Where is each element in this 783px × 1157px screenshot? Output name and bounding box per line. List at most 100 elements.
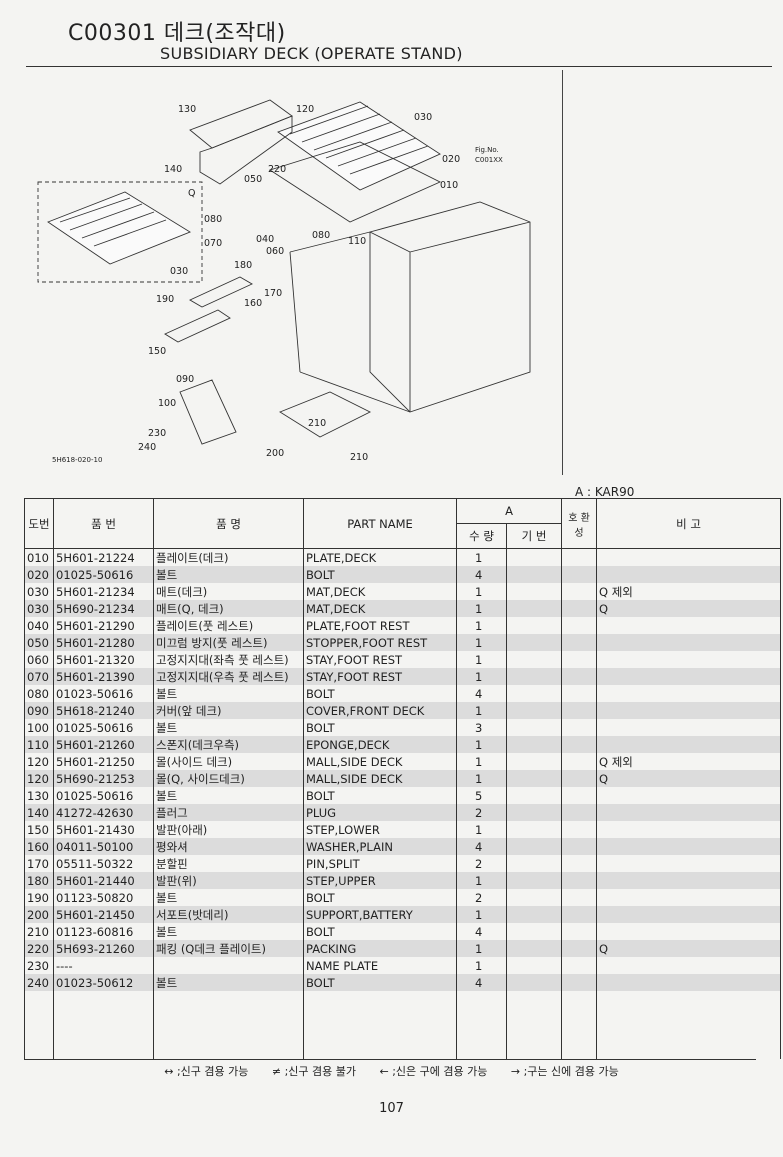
row-name-kr: 커버(앞 데크) — [153, 702, 304, 719]
row-qty: 1 — [456, 753, 507, 770]
row-base — [506, 940, 562, 957]
row-name-en: STEP,LOWER — [303, 821, 457, 838]
row-part-no: 05511-50322 — [53, 855, 154, 872]
row-name-kr: 패킹 (Q데크 플레이트) — [153, 940, 304, 957]
row-no: 100 — [24, 719, 54, 736]
row-part-no: 5H690-21234 — [53, 600, 154, 617]
row-qty: 4 — [456, 974, 507, 991]
row-name-en: BOLT — [303, 566, 457, 583]
empty-cell — [561, 1042, 597, 1059]
empty-cell — [153, 1042, 304, 1059]
legend-none: ≠ ;신구 겸용 불가 — [271, 1065, 357, 1078]
row-qty: 1 — [456, 634, 507, 651]
row-part-no: ---- — [53, 957, 154, 974]
row-base — [506, 804, 562, 821]
callout-060: 060 — [266, 246, 284, 257]
row-name-kr: 볼트 — [153, 566, 304, 583]
row-name-en: STOPPER,FOOT REST — [303, 634, 457, 651]
row-compat — [561, 548, 597, 566]
row-name-kr: 볼트 — [153, 685, 304, 702]
row-qty: 1 — [456, 957, 507, 974]
row-no: 190 — [24, 889, 54, 906]
row-name-kr: 매트(Q, 데크) — [153, 600, 304, 617]
callout-080b: 080 — [312, 230, 330, 241]
col-header-name-kr: 품 명 — [153, 498, 304, 549]
callout-030: 030 — [414, 112, 432, 123]
empty-cell — [561, 1008, 597, 1025]
deck-plate — [268, 141, 442, 223]
row-remarks — [596, 906, 781, 923]
row-name-kr: 스폰지(데크우측) — [153, 736, 304, 753]
empty-row — [24, 1008, 781, 1025]
col-header-group-a: A — [456, 498, 562, 524]
row-no: 140 — [24, 804, 54, 821]
row-remarks — [596, 787, 781, 804]
empty-cell — [596, 1008, 781, 1025]
section-subtitle: SUBSIDIARY DECK (OPERATE STAND) — [160, 44, 463, 63]
row-remarks: Q — [596, 940, 781, 957]
front-cover — [179, 379, 237, 445]
row-remarks — [596, 838, 781, 855]
row-compat — [561, 906, 597, 923]
callout-220: 220 — [268, 164, 286, 175]
row-name-en: BOLT — [303, 787, 457, 804]
row-compat — [561, 634, 597, 651]
row-no: 030 — [24, 600, 54, 617]
row-remarks — [596, 685, 781, 702]
inset-box — [37, 181, 203, 283]
row-qty: 1 — [456, 583, 507, 600]
lower-step — [164, 309, 231, 343]
inset-mat — [47, 191, 191, 265]
exploded-diagram: 130 120 030 020 010 140 Q 050 220 080 07… — [30, 72, 560, 470]
row-part-no: 01123-50820 — [53, 889, 154, 906]
row-no: 220 — [24, 940, 54, 957]
row-part-no: 41272-42630 — [53, 804, 154, 821]
row-no: 060 — [24, 651, 54, 668]
row-base — [506, 957, 562, 974]
row-compat — [561, 889, 597, 906]
empty-cell — [153, 991, 304, 1008]
row-compat — [561, 804, 597, 821]
row-part-no: 01025-50616 — [53, 566, 154, 583]
row-base — [506, 736, 562, 753]
row-no: 200 — [24, 906, 54, 923]
col-header-base: 기 번 — [506, 523, 562, 549]
row-base — [506, 583, 562, 600]
row-part-no: 5H601-21390 — [53, 668, 154, 685]
row-name-en: BOLT — [303, 974, 457, 991]
row-no: 160 — [24, 838, 54, 855]
row-part-no: 5H601-21430 — [53, 821, 154, 838]
row-part-no: 5H601-21250 — [53, 753, 154, 770]
callout-210b: 210 — [350, 452, 368, 463]
col-header-qty: 수 량 — [456, 523, 507, 549]
row-qty: 4 — [456, 685, 507, 702]
row-name-en: MAT,DECK — [303, 583, 457, 600]
row-qty: 1 — [456, 770, 507, 787]
header-rule — [26, 66, 772, 67]
row-no: 240 — [24, 974, 54, 991]
row-name-kr: 몰(사이드 데크) — [153, 753, 304, 770]
legend-new-to-old: ← ;신은 구에 겸용 가능 — [379, 1065, 488, 1078]
empty-cell — [24, 991, 54, 1008]
fig-no-label: Fig.No. — [475, 146, 499, 154]
compat-legend: ↔ ;신구 겸용 가능 ≠ ;신구 겸용 불가 ← ;신은 구에 겸용 가능 →… — [0, 1063, 783, 1079]
row-base — [506, 821, 562, 838]
callout-080a: 080 — [204, 214, 222, 225]
callout-230: 230 — [148, 428, 166, 439]
row-name-kr: 볼트 — [153, 889, 304, 906]
row-no: 150 — [24, 821, 54, 838]
row-qty: 2 — [456, 889, 507, 906]
row-compat — [561, 940, 597, 957]
row-no: 230 — [24, 957, 54, 974]
row-qty: 1 — [456, 940, 507, 957]
callout-010: 010 — [440, 180, 458, 191]
empty-row — [24, 1042, 781, 1059]
